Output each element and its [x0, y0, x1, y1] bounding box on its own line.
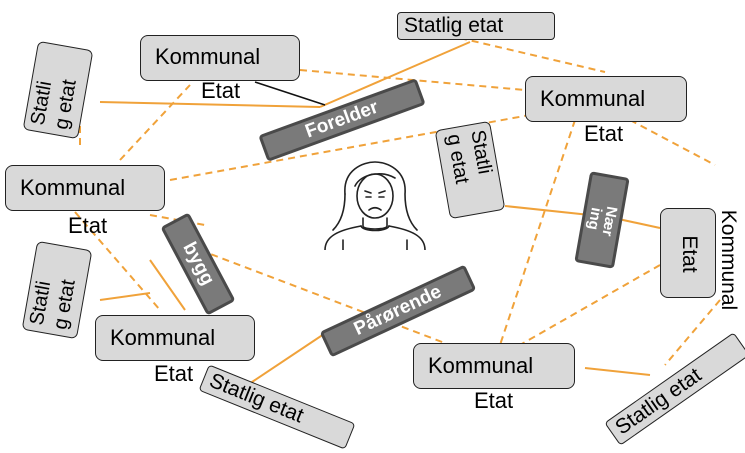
node-label: Etat — [68, 213, 108, 238]
kommunal-etat-node[interactable]: Kommunal Etat — [525, 76, 687, 146]
connector-line — [239, 329, 331, 391]
node-label: Kommunal — [428, 353, 534, 378]
node-label: Kommunal — [540, 86, 646, 111]
node-label: Etat — [584, 121, 624, 146]
kommunal-etat-node[interactable]: Kommunal Etat — [5, 165, 165, 238]
kommunal-etat-node[interactable]: Kommunal Etat — [413, 343, 575, 413]
node-label: Etat — [154, 361, 194, 386]
tag-label: Nær ing — [584, 205, 621, 238]
kommunal-etat-node[interactable]: Etat — [660, 208, 716, 298]
connector-line — [199, 249, 451, 346]
node-label: Etat — [201, 78, 241, 103]
kommunal-etat-node[interactable]: Kommunal Etat — [95, 315, 255, 386]
connector-line — [149, 259, 186, 311]
connector-line — [629, 119, 716, 166]
connector-line — [254, 81, 326, 106]
connector-line — [519, 264, 661, 346]
connector-line — [319, 41, 471, 108]
connector-line — [499, 119, 576, 346]
connector-line — [99, 101, 321, 108]
node-label: Etat — [678, 235, 701, 273]
distressed-person-icon — [324, 161, 426, 250]
connector-line — [459, 37, 606, 73]
node-label: Kommunal — [717, 209, 740, 311]
node-label: Kommunal — [110, 325, 216, 350]
connector-line — [504, 205, 591, 216]
node-label: Kommunal — [155, 44, 261, 69]
statlig-etat-node[interactable]: Statlig etat — [397, 12, 555, 40]
kommunal-etat-node[interactable]: Kommunal Etat — [140, 35, 300, 103]
connector-line — [584, 367, 651, 376]
node-label: Kommunal — [20, 175, 126, 200]
connector-line — [99, 292, 151, 301]
node-label: Etat — [474, 388, 514, 413]
node-label: Statlig etat — [404, 14, 504, 37]
connector-line — [664, 299, 721, 366]
connector-line — [119, 84, 191, 161]
